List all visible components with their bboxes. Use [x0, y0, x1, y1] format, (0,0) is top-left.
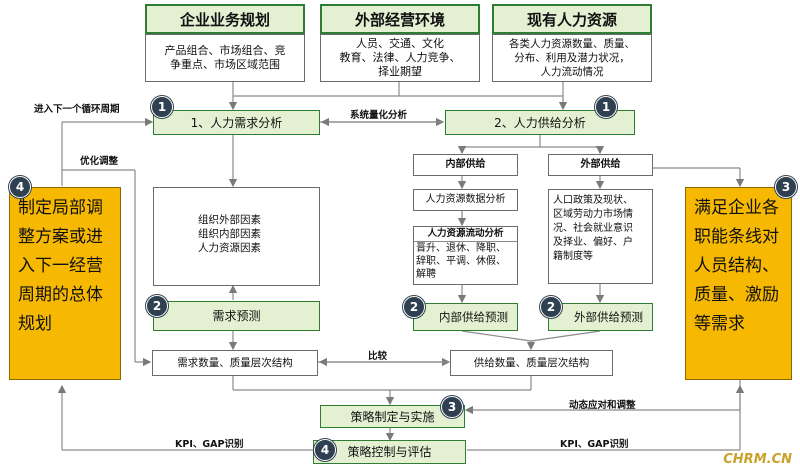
hr-data-analysis-box: 人力资源数据分析: [413, 189, 518, 211]
demand-forecast-box: 需求预测: [153, 301, 320, 331]
external-factors-box: 人口政策及现状、 区域劳动力市场情 况、社会就业意识 及择业、偏好、户 籍制度等: [548, 189, 653, 284]
compare-label: 比较: [368, 351, 388, 362]
dynamic-label: 动态应对和调整: [569, 400, 636, 411]
kpi-right-label: KPI、GAP识别: [560, 439, 629, 450]
external-environment-title: 外部经营环境: [320, 4, 480, 34]
control-box: 策略控制与评估: [313, 440, 466, 464]
existing-hr-body: 各类人力资源数量、质量、 分布、利用及潜力状况， 人力流动情况: [492, 34, 652, 82]
internal-forecast-box: 内部供给预测: [413, 303, 518, 331]
systematic-label: 系统量化分析: [350, 110, 408, 121]
badge-4-control: 4: [314, 439, 336, 461]
flow-analysis-box: 人力资源流动分析 晋升、退休、降职、 辞职、平调、休假、 解聘: [413, 226, 518, 285]
badge-3-strategy: 3: [441, 396, 463, 418]
badge-4-left: 4: [9, 176, 31, 198]
badge-1-supply: 1: [595, 96, 617, 118]
existing-hr-title: 现有人力资源: [492, 4, 652, 34]
business-planning-title: 企业业务规划: [145, 4, 305, 34]
demand-analysis-box: 1、人力需求分析: [153, 110, 320, 135]
external-environment-body: 人员、交通、文化 教育、法律、人力竞争、 择业期望: [320, 34, 480, 82]
supply-structure-box: 供给数量、质量层次结构: [450, 350, 613, 376]
demand-structure-box: 需求数量、质量层次结构: [152, 350, 318, 376]
badge-1-demand: 1: [151, 96, 173, 118]
external-supply-box: 外部供给: [548, 154, 653, 176]
badge-2-external: 2: [540, 296, 562, 318]
strategy-box: 策略制定与实施: [320, 405, 465, 428]
left-plan-box: 制定局部调 整方案或进 入下一经营 周期的总体 规划: [9, 187, 121, 380]
internal-supply-box: 内部供给: [413, 154, 518, 176]
optimize-label: 优化调整: [80, 156, 119, 167]
org-factors-box: 组织外部因素 组织内部因素 人力资源因素: [153, 187, 320, 286]
badge-2-internal: 2: [403, 296, 425, 318]
flow-analysis-body: 晋升、退休、降职、 辞职、平调、休假、 解聘: [416, 243, 506, 280]
next-cycle-label: 进入下一个循环周期: [34, 104, 120, 115]
watermark: CHRM.CN: [723, 452, 792, 467]
badge-3-right: 3: [775, 176, 797, 198]
business-planning-body: 产品组合、市场组合、竞 争重点、市场区域范围: [145, 34, 305, 82]
badge-2-demand: 2: [146, 295, 168, 317]
kpi-left-label: KPI、GAP识别: [175, 439, 244, 450]
external-forecast-box: 外部供给预测: [548, 303, 653, 331]
right-needs-box: 满足企业各 职能条线对 人员结构、 质量、激励 等需求: [685, 187, 792, 380]
flow-analysis-title: 人力资源流动分析: [414, 227, 517, 242]
